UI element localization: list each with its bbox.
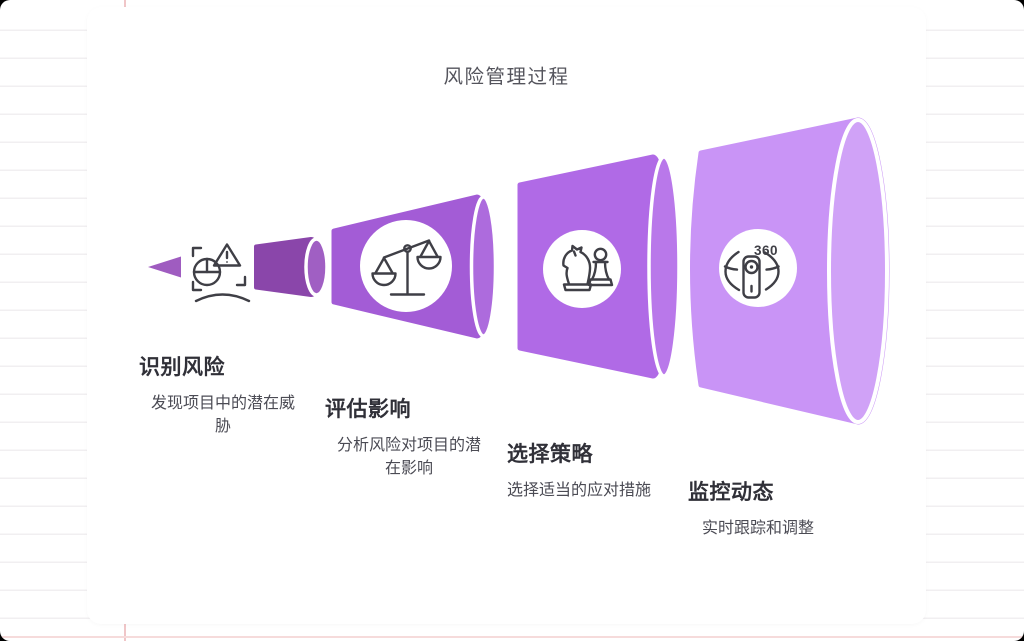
funnel-segment-2-cap (469, 195, 498, 338)
funnel-segment-4-cap (827, 118, 889, 424)
funnel-segment-3-cap (647, 155, 681, 378)
stage-description: 实时跟踪和调整 (701, 520, 814, 538)
funnel-segment-3 (517, 154, 681, 379)
stage-icon-circle (360, 220, 452, 312)
funnel-segment-1 (254, 237, 329, 297)
stage-label-1: 识别风险 发现项目中的潜在威胁 (139, 356, 307, 439)
stage-label-3: 选择策略 选择适当的应对措施 (507, 443, 682, 502)
stage-heading: 监控动态 (688, 481, 774, 504)
stage-heading: 评估影响 (325, 398, 411, 421)
funnel-diagram: 360 (148, 117, 890, 425)
paper-bottom-line (0, 636, 1024, 638)
funnel-segment-1-cap (304, 237, 329, 297)
stage-description: 分析风险对项目的潜在影响 (336, 437, 481, 478)
risk-identify-icon (191, 243, 251, 303)
page-title: 风险管理过程 (443, 66, 570, 88)
camera-360-icon: 360 (723, 243, 780, 299)
stage-label-4: 监控动态 实时跟踪和调整 (688, 481, 828, 540)
balance-scale-icon (371, 239, 442, 296)
funnel-tip (148, 256, 181, 278)
stage-label-2: 评估影响 分析风险对项目的潜在影响 (325, 398, 493, 481)
funnel-segment-2 (331, 194, 498, 339)
infographic-card: 风险管理过程 (87, 7, 926, 624)
stage-description: 选择适当的应对措施 (507, 482, 652, 500)
stage-heading: 识别风险 (139, 356, 225, 379)
funnel-segment-4 (690, 117, 890, 425)
camera-360-label: 360 (754, 243, 778, 258)
stage-heading: 选择策略 (507, 443, 593, 466)
chess-pieces-icon (562, 244, 614, 292)
stage-icon-circle (543, 230, 621, 308)
stage-description: 发现项目中的潜在威胁 (150, 395, 295, 436)
